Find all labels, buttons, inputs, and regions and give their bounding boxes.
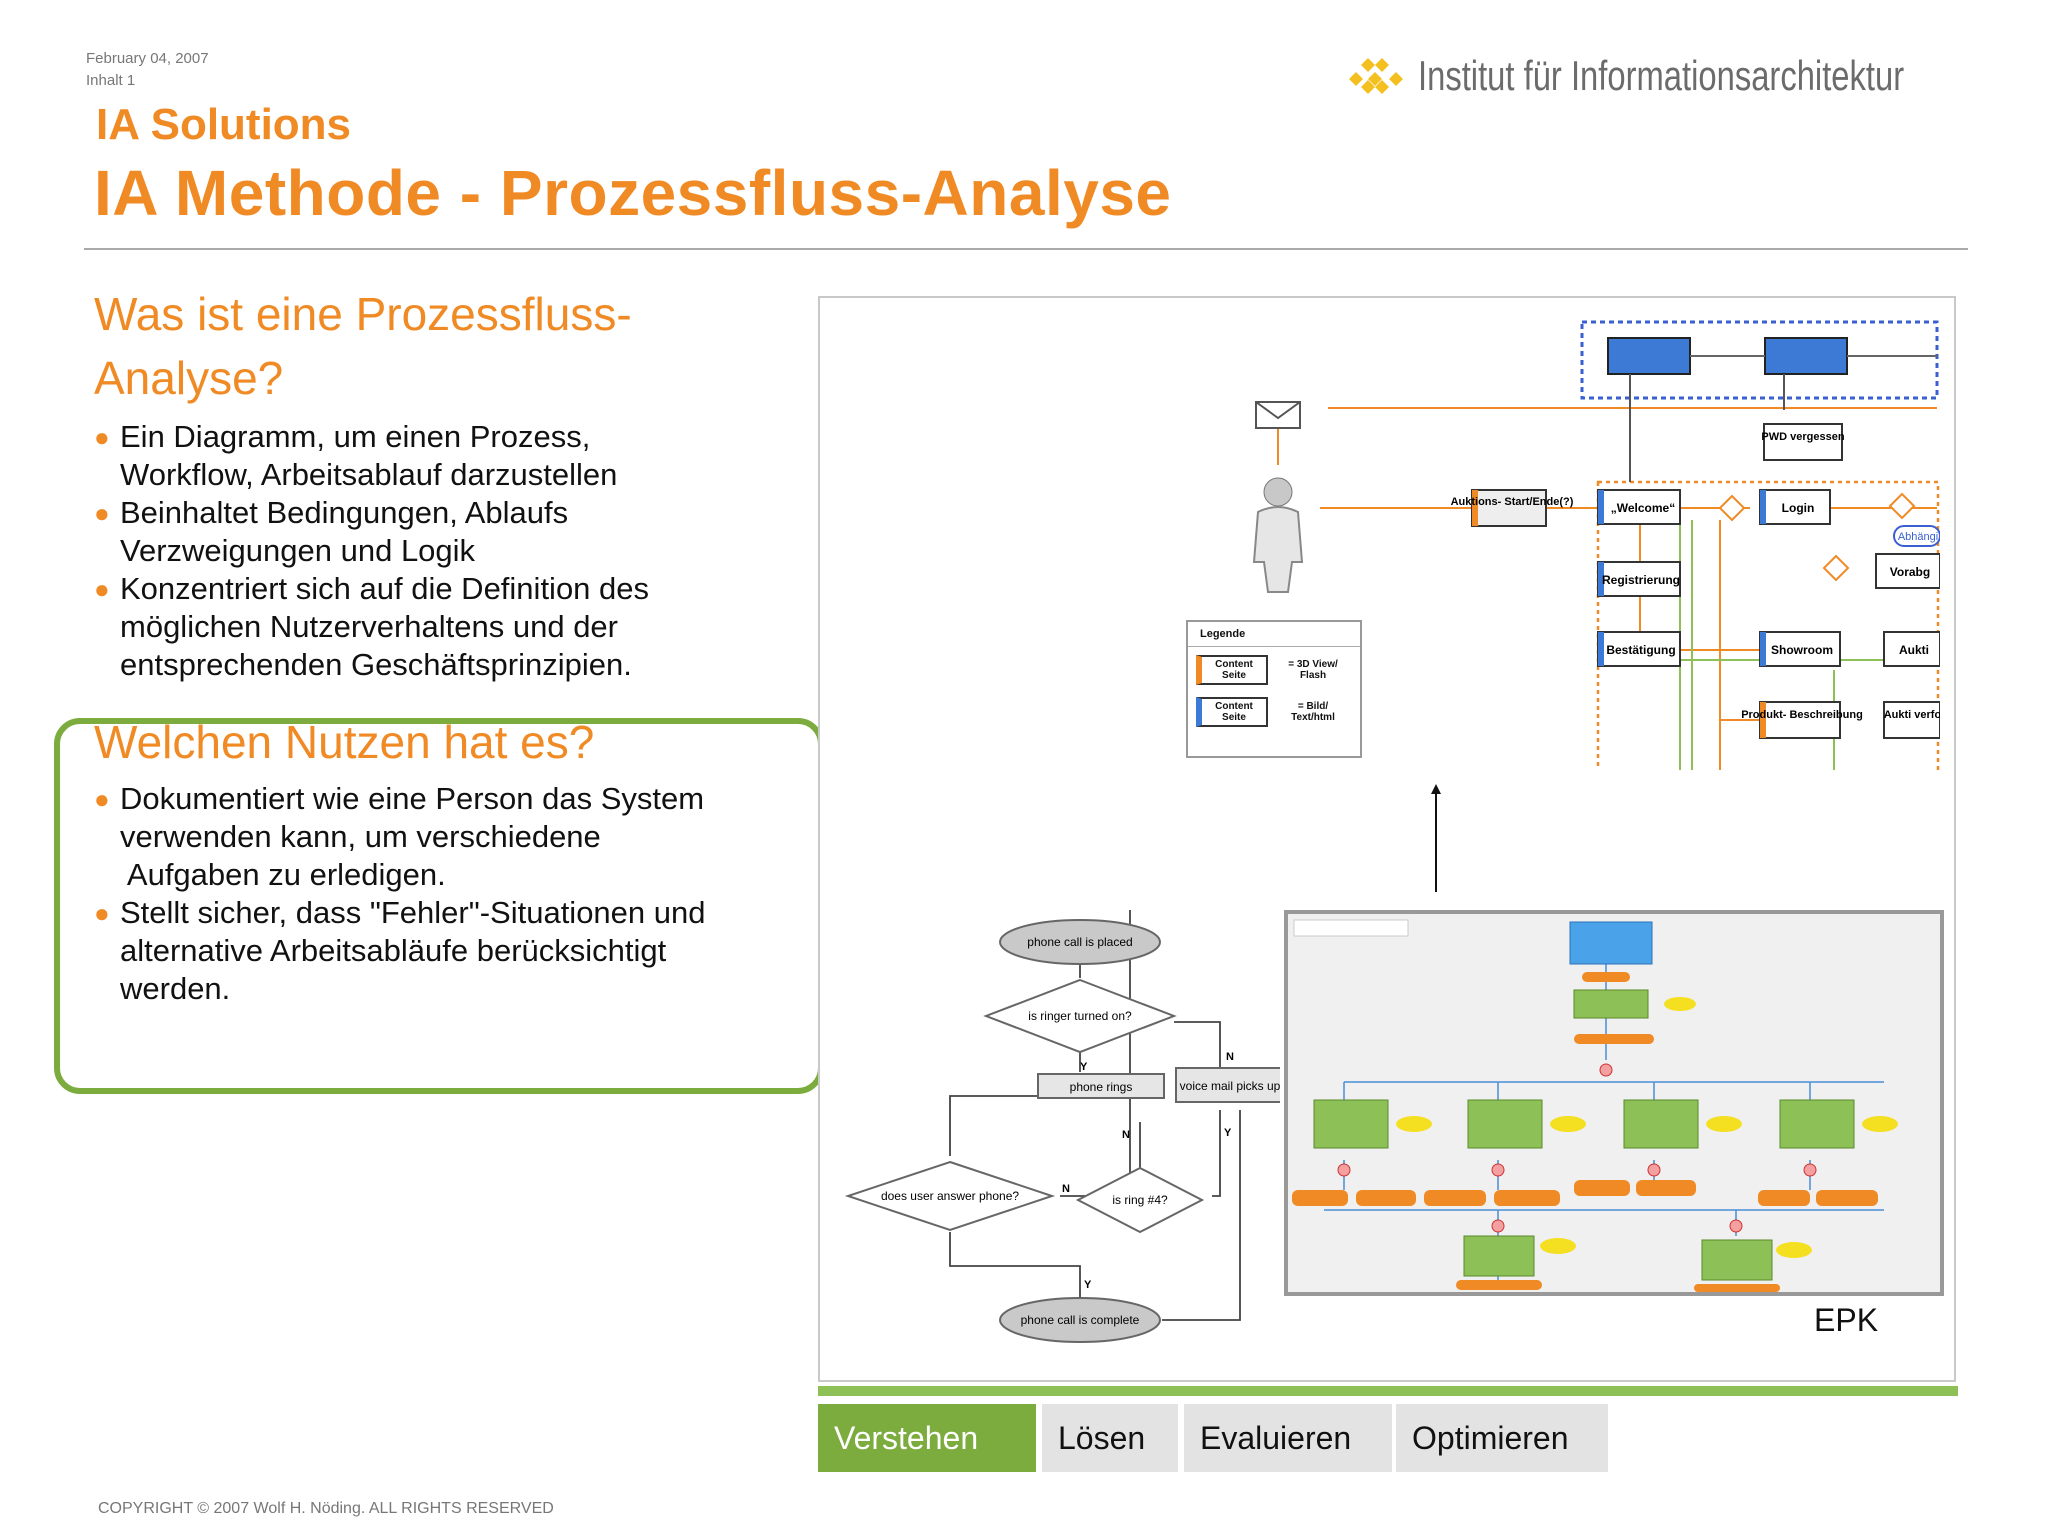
- tab-verstehen[interactable]: Verstehen: [818, 1404, 1036, 1472]
- node-auktion: Auktions- Start/Ende(?): [1451, 496, 1574, 508]
- bullet-text: Ein Diagramm, um einen Prozess,: [120, 419, 591, 454]
- flow-label-y: Y: [1084, 1279, 1092, 1291]
- flow-label-n: N: [1062, 1183, 1070, 1195]
- flow-label-n: N: [1226, 1051, 1234, 1063]
- bullet-dot-icon: ●: [94, 574, 110, 604]
- section-label: Inhalt 1: [86, 72, 136, 89]
- node-produkt: Produkt- Beschreibung: [1741, 709, 1863, 721]
- what-bullet-list: ● Ein Diagramm, um einen Prozess, Workfl…: [92, 418, 812, 684]
- bullet-text: Workflow, Arbeitsablauf darzustellen: [120, 457, 618, 492]
- benefit-heading: Welchen Nutzen hat es?: [94, 716, 595, 768]
- bullet-text: werden.: [120, 971, 231, 1006]
- what-bullet: ● Ein Diagramm, um einen Prozess, Workfl…: [92, 418, 812, 494]
- flow-end: phone call is complete: [1021, 1313, 1140, 1327]
- flow-label-y: Y: [1224, 1127, 1232, 1139]
- legend-swatch-blue: Content Seite: [1196, 697, 1268, 727]
- what-heading-line1: Was ist eine Prozessfluss-: [94, 288, 632, 340]
- flow-answer-decision: does user answer phone?: [881, 1189, 1019, 1203]
- legend-row: Content Seite = 3D View/ Flash: [1196, 655, 1360, 685]
- legend-title: Legende: [1188, 622, 1360, 647]
- institute-logo-mark: [1349, 58, 1403, 94]
- bullet-dot-icon: ●: [94, 498, 110, 528]
- epk-label: EPK: [1814, 1302, 1879, 1338]
- bullet-text: Verzweigungen und Logik: [120, 533, 476, 568]
- legend-meaning: = 3D View/ Flash: [1288, 659, 1338, 681]
- institute-logo-text: Institut für Informationsarchitektur: [1418, 52, 1905, 99]
- tab-loesen[interactable]: Lösen: [1042, 1404, 1178, 1472]
- bullet-text: entsprechenden Geschäftsprinzipien.: [120, 647, 632, 682]
- bullet-dot-icon: ●: [94, 784, 110, 814]
- node-pwd: PWD vergessen: [1761, 431, 1844, 443]
- tab-optimieren[interactable]: Optimieren: [1396, 1404, 1608, 1472]
- node-aukt-verf: Aukti verfol: [1884, 709, 1940, 721]
- phone-flowchart: phone call is placed is ringer turned on…: [844, 910, 1280, 1343]
- sitemap-diagram: Auktions- Start/Ende(?) „Welcome“ Login …: [1252, 320, 1940, 770]
- flow-phone-rings: phone rings: [1070, 1080, 1133, 1094]
- flow-voicemail: voice mail picks up: [1180, 1079, 1280, 1093]
- what-bullet: ● Konzentriert sich auf die Definition d…: [92, 570, 812, 684]
- title-divider: [84, 248, 1968, 250]
- flow-label-y: Y: [1080, 1061, 1088, 1073]
- node-welcome: „Welcome“: [1611, 501, 1675, 515]
- node-bestaetigung: Bestätigung: [1606, 643, 1675, 657]
- bullet-text: Beinhaltet Bedingungen, Ablaufs: [120, 495, 569, 530]
- date-label: February 04, 2007: [86, 50, 209, 67]
- bullet-dot-icon: ●: [94, 898, 110, 928]
- node-showroom: Showroom: [1771, 643, 1833, 657]
- benefit-bullet: ● Dokumentiert wie eine Person das Syste…: [92, 780, 812, 894]
- what-bullet: ● Beinhaltet Bedingungen, Ablaufs Verzwe…: [92, 494, 812, 570]
- bullet-text: möglichen Nutzerverhaltens und der: [120, 609, 618, 644]
- node-registrierung: Registrierung: [1602, 573, 1680, 587]
- copyright-notice: COPYRIGHT © 2007 Wolf H. Nöding. ALL RIG…: [98, 1500, 554, 1517]
- bullet-text: Stellt sicher, dass "Fehler"-Situationen…: [120, 895, 706, 930]
- benefit-bullet: ● Stellt sicher, dass "Fehler"-Situation…: [92, 894, 812, 1008]
- bullet-text: Konzentriert sich auf die Definition des: [120, 571, 650, 606]
- node-abhaeng: Abhängi: [1898, 531, 1938, 543]
- legend-box: Legende Content Seite = 3D View/ Flash C…: [1186, 620, 1362, 758]
- tab-bar-accent: [818, 1386, 1958, 1396]
- bullet-text: verwenden kann, um verschiedene: [120, 819, 601, 854]
- node-login: Login: [1782, 501, 1815, 515]
- benefit-bullet-list: ● Dokumentiert wie eine Person das Syste…: [92, 780, 812, 1008]
- tab-evaluieren[interactable]: Evaluieren: [1184, 1404, 1392, 1472]
- up-arrow-icon: [1431, 784, 1441, 892]
- slide-subtitle: IA Solutions: [96, 100, 352, 149]
- what-heading-line2: Analyse?: [94, 352, 284, 404]
- flow-ring4-decision: is ring #4?: [1112, 1193, 1168, 1207]
- node-vorab: Vorabg: [1890, 565, 1930, 579]
- slide-title: IA Methode - Prozessfluss-Analyse: [94, 157, 1172, 229]
- legend-row: Content Seite = Bild/ Text/html: [1196, 697, 1360, 727]
- flow-label-n: N: [1122, 1129, 1130, 1141]
- bullet-dot-icon: ●: [94, 422, 110, 452]
- epk-diagram-thumbnail: [1284, 910, 1944, 1296]
- node-aukt: Aukti: [1899, 643, 1929, 657]
- flow-ringer-decision: is ringer turned on?: [1028, 1009, 1132, 1023]
- bullet-text: Dokumentiert wie eine Person das System: [120, 781, 705, 816]
- bullet-text: alternative Arbeitsabläufe berücksichtig…: [120, 933, 667, 968]
- legend-meaning: = Bild/ Text/html: [1291, 701, 1335, 723]
- bullet-text: Aufgaben zu erledigen.: [120, 857, 446, 892]
- flow-start: phone call is placed: [1027, 935, 1132, 949]
- legend-swatch-orange: Content Seite: [1196, 655, 1268, 685]
